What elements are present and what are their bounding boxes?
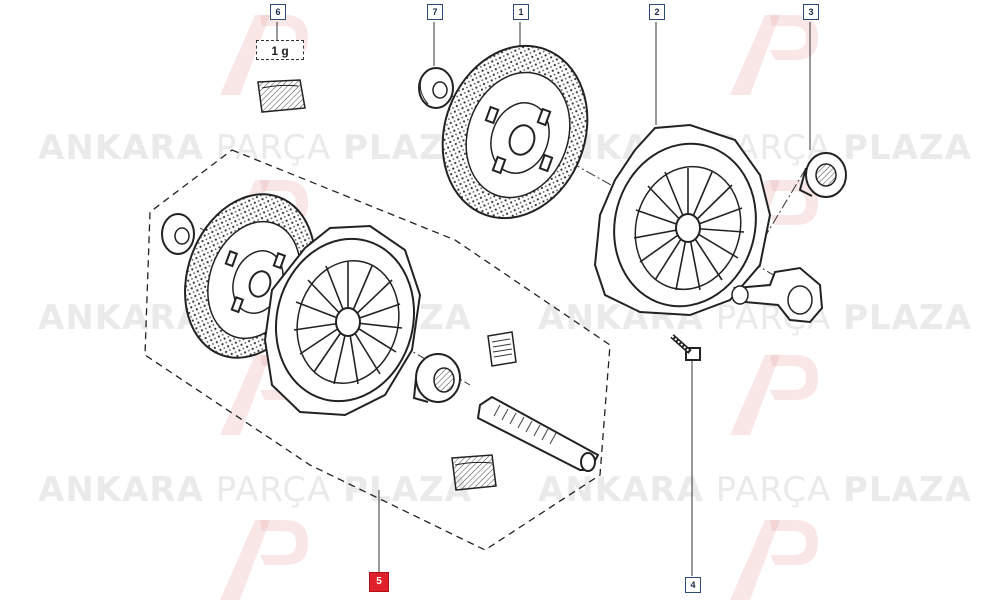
callout-7[interactable]: 7 [427,4,443,20]
callout-6[interactable]: 6 [270,4,286,20]
watermark-text: ANKARA PARÇA PLAZA [538,470,972,510]
release-bearing-icon [798,152,847,198]
pressure-plate-icon [593,123,772,317]
callout-5[interactable]: 5 [369,572,389,592]
bolt-icon [670,334,701,361]
callout-4[interactable]: 4 [685,577,701,593]
kit-grease-packet-icon [451,454,497,491]
watermark-logo [730,15,818,95]
alignment-tool-icon [476,395,600,472]
clutch-disc-icon [441,44,589,220]
kit-outline [144,149,611,551]
watermark-text: ANKARA PARÇA PLAZA [38,470,472,510]
watermark-logo [730,355,818,435]
callout-3[interactable]: 3 [803,4,819,20]
watermark-logo [730,520,818,600]
instruction-sheet-icon [487,331,517,367]
leader-lines [276,22,811,576]
watermark-logo [220,520,308,600]
grease-quantity-label: 1 g [256,40,304,60]
release-fork-icon [731,266,824,324]
kit-pilot-bearing-icon [161,213,195,255]
callout-2[interactable]: 2 [649,4,665,20]
kit-pressure-plate-icon [263,224,422,417]
pilot-bearing-icon [418,67,454,109]
grease-packet-icon [257,79,306,113]
kit-release-bearing-icon [412,353,461,403]
callout-1[interactable]: 1 [513,4,529,20]
